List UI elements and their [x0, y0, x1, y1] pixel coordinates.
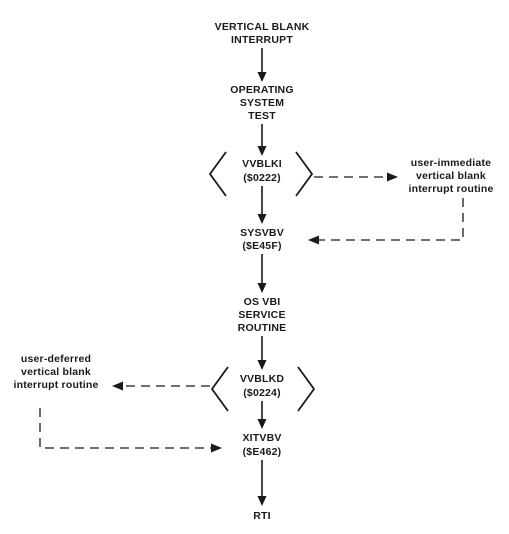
- arrow-vvblki-to-sysvbv: [257, 186, 267, 224]
- node-line: SYSVBV: [240, 227, 284, 239]
- node-rti: RTI: [253, 510, 271, 522]
- node-vvblki: VVBLKI ($0222): [242, 158, 282, 184]
- node-line: VVBLKI: [242, 158, 282, 170]
- node-sysvbv: SYSVBV ($E45F): [240, 227, 284, 252]
- dashed-arrow-vvblkd-to-user-deferred: [112, 381, 210, 391]
- vvblkd-left-bracket: [210, 366, 229, 412]
- dashed-arrow-vvblki-to-user-immediate: [314, 172, 398, 182]
- node-line: vertical blank: [416, 170, 486, 182]
- node-user-deferred-routine: user-deferred vertical blank interrupt r…: [13, 353, 98, 391]
- node-vertical-blank-interrupt: VERTICAL BLANK INTERRUPT: [215, 21, 310, 46]
- node-line: interrupt routine: [408, 183, 493, 195]
- node-line: TEST: [248, 110, 276, 122]
- arrow-sysvbv-to-os-vbi-service: [257, 254, 267, 293]
- node-line: XITVBV: [242, 432, 281, 444]
- dashed-arrow-user-deferred-to-xitvbv: [39, 408, 222, 453]
- node-line: vertical blank: [21, 366, 91, 378]
- node-line: ($0224): [243, 387, 281, 399]
- node-user-immediate-routine: user-immediate vertical blank interrupt …: [408, 157, 493, 195]
- node-line: RTI: [253, 510, 271, 522]
- vvblki-right-bracket: [295, 151, 314, 197]
- arrow-vbi-to-os-test: [257, 48, 267, 82]
- node-line: user-deferred: [21, 353, 91, 365]
- node-line: SYSTEM: [240, 97, 284, 109]
- node-line: ($0222): [243, 172, 281, 184]
- node-line: VVBLKD: [240, 373, 285, 385]
- node-line: user-immediate: [411, 157, 491, 169]
- node-os-vbi-service-routine: OS VBI SERVICE ROUTINE: [238, 296, 287, 334]
- node-operating-system-test: OPERATING SYSTEM TEST: [230, 84, 293, 122]
- dashed-arrow-user-immediate-to-sysvbv: [308, 198, 464, 245]
- arrow-os-vbi-service-to-vvblkd: [257, 336, 267, 370]
- node-line: VERTICAL BLANK: [215, 21, 310, 33]
- arrow-xitvbv-to-rti: [257, 460, 267, 506]
- node-line: interrupt routine: [13, 379, 98, 391]
- node-line: OPERATING: [230, 84, 293, 96]
- vvblkd-right-bracket: [297, 366, 316, 412]
- node-line: INTERRUPT: [231, 34, 293, 46]
- arrow-os-test-to-vvblki: [257, 124, 267, 156]
- node-line: ($E462): [243, 446, 282, 458]
- node-vvblkd: VVBLKD ($0224): [240, 373, 285, 399]
- vvblki-left-bracket: [208, 151, 227, 197]
- node-line: OS VBI: [244, 296, 281, 308]
- node-xitvbv: XITVBV ($E462): [242, 432, 281, 458]
- node-line: ($E45F): [242, 240, 281, 252]
- arrow-vvblkd-to-xitvbv: [257, 401, 267, 429]
- node-line: SERVICE: [238, 309, 285, 321]
- node-line: ROUTINE: [238, 322, 287, 334]
